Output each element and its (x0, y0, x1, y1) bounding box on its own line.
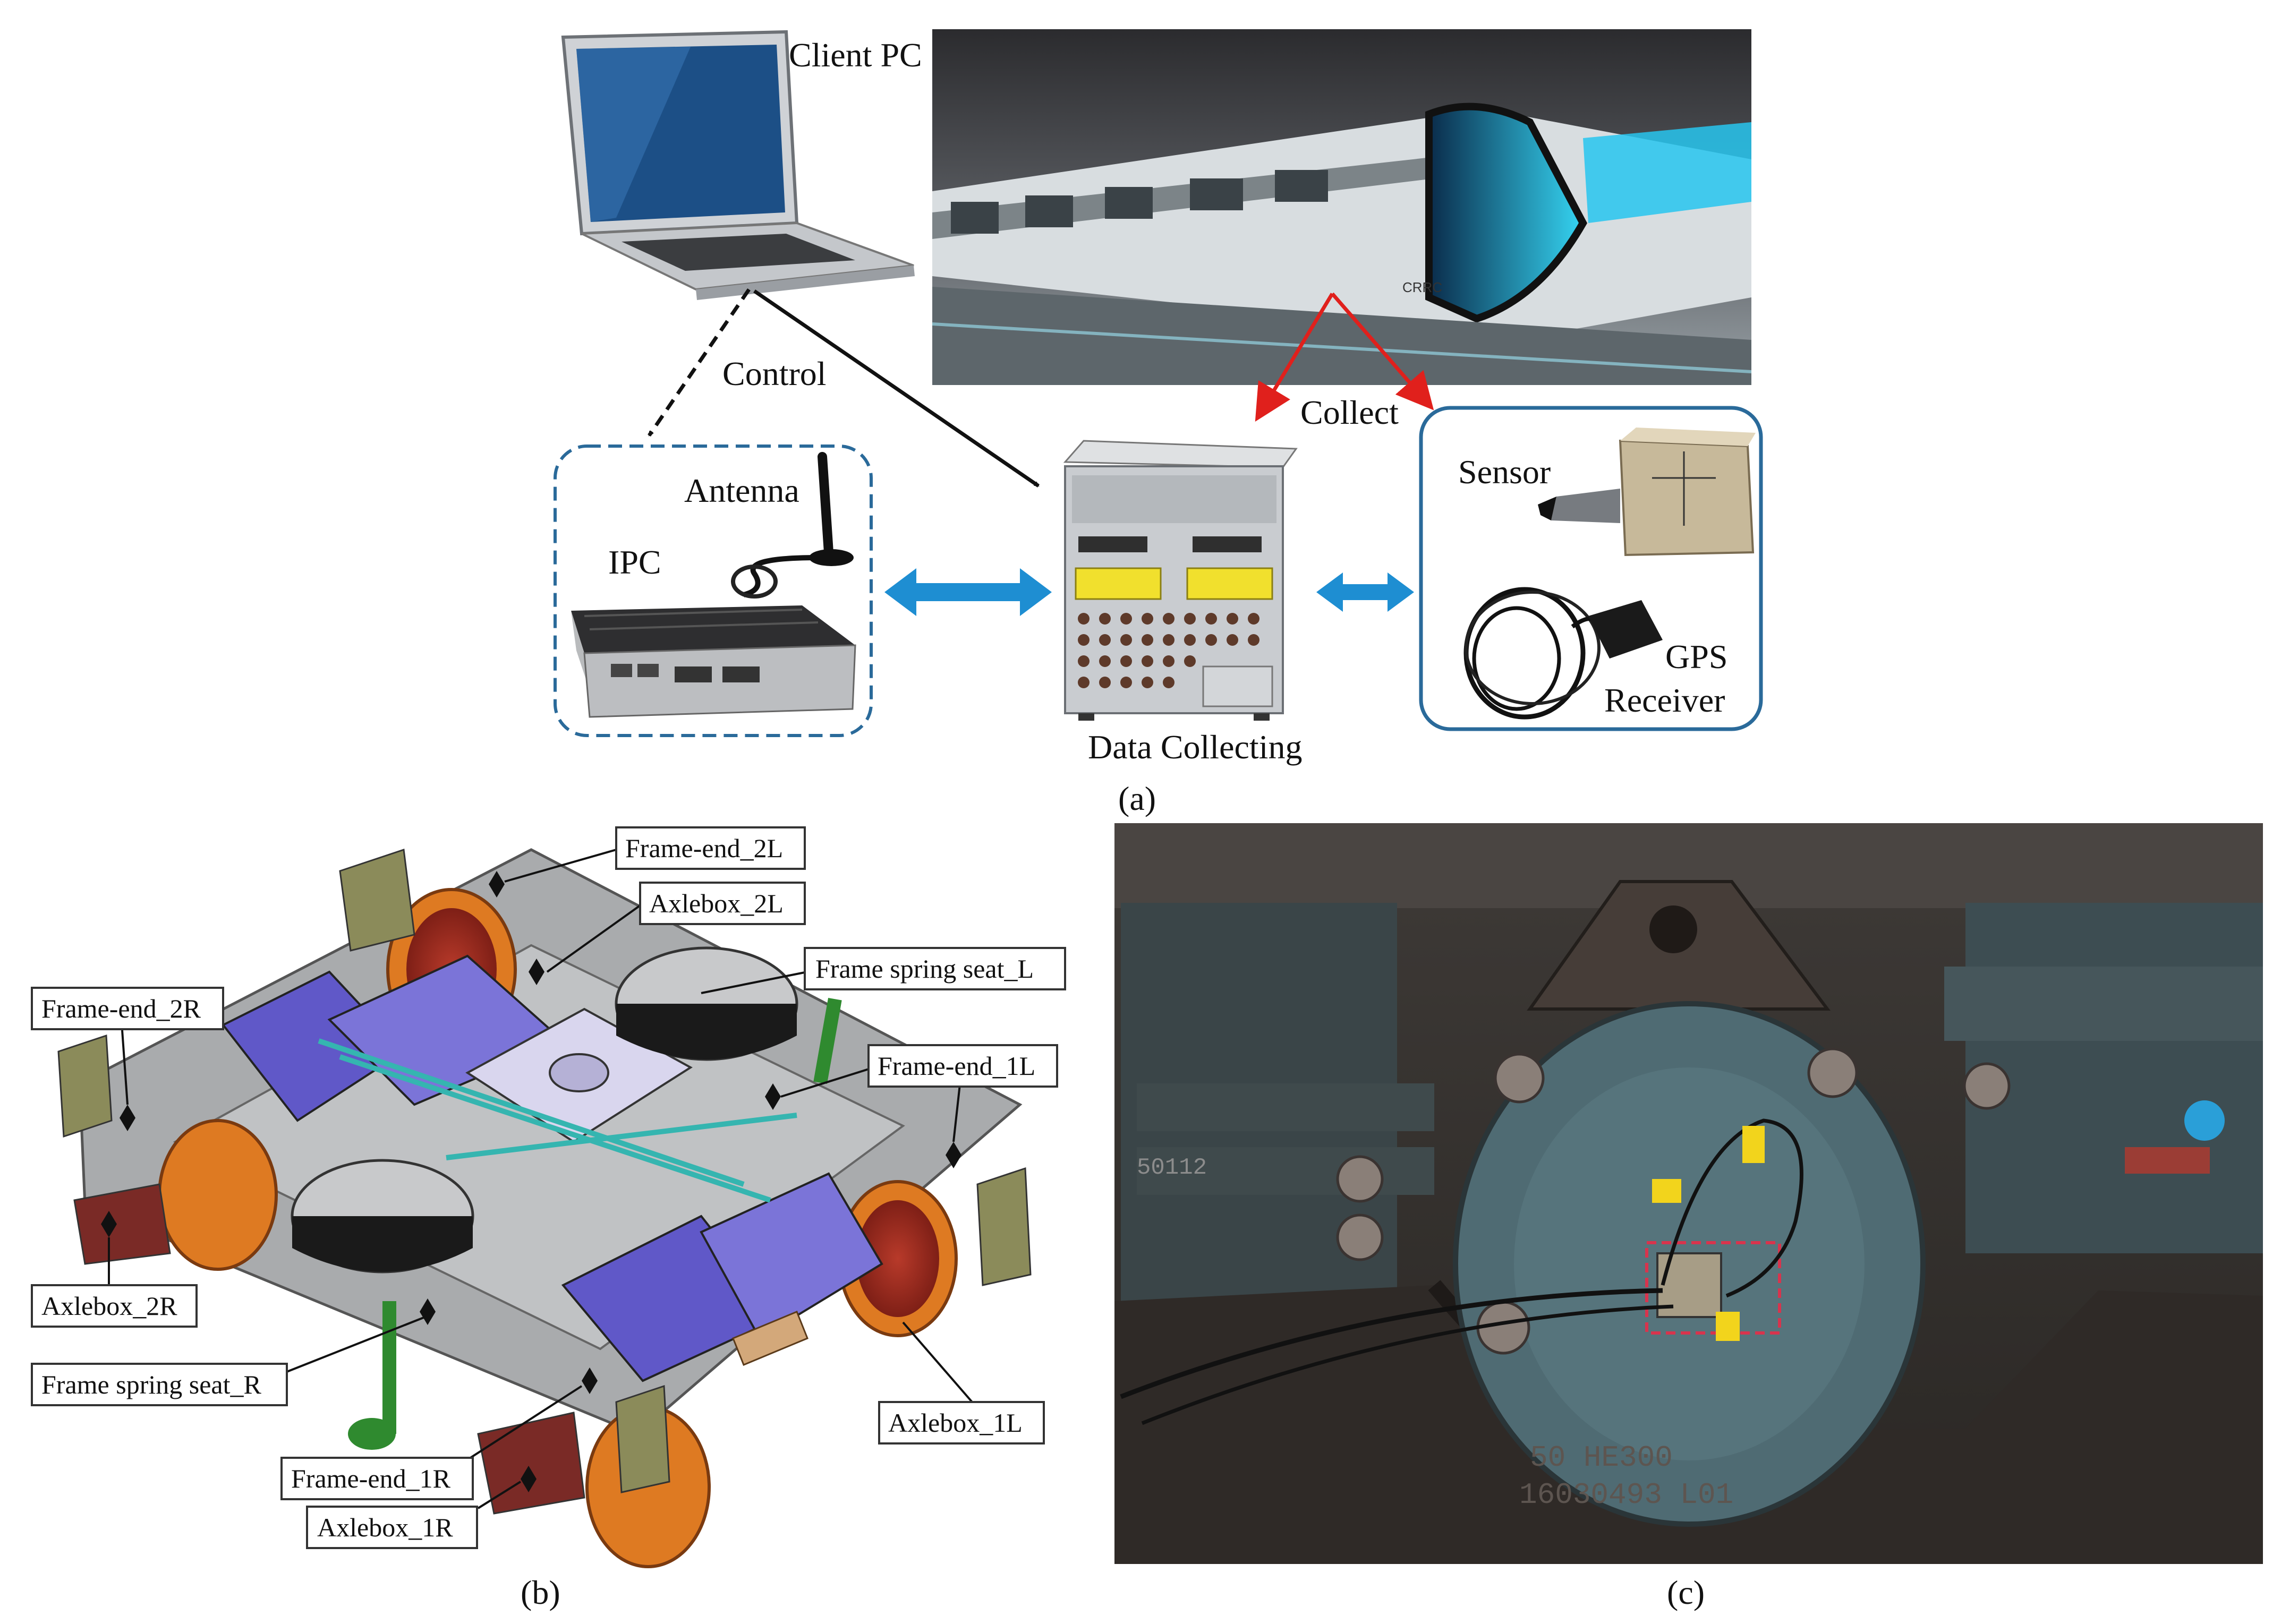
panel-c: 50112 50 HE300 16030493 L01 (c) (1114, 823, 2263, 1611)
antenna-label: Antenna (684, 472, 799, 509)
data-collecting-device-image (1063, 440, 1298, 721)
label-frame-end-2r: Frame-end_2R (41, 994, 201, 1023)
axlebox-photo: 50112 50 HE300 16030493 L01 (1114, 823, 2263, 1564)
ipc-computer-image (571, 605, 856, 718)
photo-cast-text-1: 50 HE300 (1530, 1441, 1673, 1475)
laptop-image (561, 30, 915, 300)
label-frame-end-1l: Frame-end_1L (878, 1051, 1035, 1081)
control-solid-arrow (753, 289, 1040, 488)
photo-stamp-text: 50112 (1137, 1155, 1207, 1181)
accelerometer-image (1538, 428, 1756, 557)
panel-a: Client PC CRRC Control Collect Antenna I… (554, 29, 1763, 817)
label-frame-spring-seat-l: Frame spring seat_L (815, 954, 1034, 984)
caption-c: (c) (1667, 1574, 1705, 1611)
collect-arrow-left (1255, 293, 1334, 422)
sensor-datacollector-link-arrow (1316, 572, 1414, 612)
label-leader-lines (108, 849, 973, 1509)
gps-receiver-image (1463, 587, 1663, 720)
client-pc-label: Client PC (789, 36, 922, 74)
photo-cast-text-2: 16030493 L01 (1519, 1478, 1733, 1512)
label-frame-end-2l: Frame-end_2L (625, 833, 783, 863)
label-axlebox-1l: Axlebox_1L (888, 1408, 1023, 1438)
panel-b: Frame-end_2L Axlebox_2L Frame spring sea… (31, 826, 1066, 1611)
label-frame-end-1r: Frame-end_1R (291, 1464, 451, 1493)
gps-label-line1: GPS (1665, 638, 1727, 676)
collect-label: Collect (1300, 394, 1399, 431)
train-logo: CRRC (1402, 279, 1442, 295)
sensor-label: Sensor (1458, 453, 1551, 491)
label-axlebox-2r: Axlebox_2R (41, 1291, 177, 1321)
control-dashed-arrow (648, 288, 751, 437)
train-image: CRRC (932, 29, 1752, 385)
antenna-image (731, 452, 854, 599)
sensor-group-box (1419, 406, 1763, 731)
label-axlebox-2l: Axlebox_2L (649, 888, 784, 918)
data-collecting-label: Data Collecting (1088, 728, 1302, 766)
bogie-labels: Frame-end_2L Axlebox_2L Frame spring sea… (31, 826, 1066, 1549)
ipc-datacollector-link-arrow (884, 568, 1052, 616)
collect-arrow-right (1331, 292, 1434, 411)
bogie-model-image (57, 848, 1032, 1568)
gps-label-line2: Receiver (1604, 681, 1725, 719)
caption-b: (b) (521, 1574, 560, 1611)
control-label: Control (722, 355, 827, 392)
caption-a: (a) (1118, 780, 1156, 817)
label-frame-spring-seat-r: Frame spring seat_R (41, 1370, 261, 1399)
ipc-label: IPC (608, 543, 661, 581)
label-axlebox-1r: Axlebox_1R (317, 1512, 453, 1542)
ipc-group-box (554, 445, 873, 737)
